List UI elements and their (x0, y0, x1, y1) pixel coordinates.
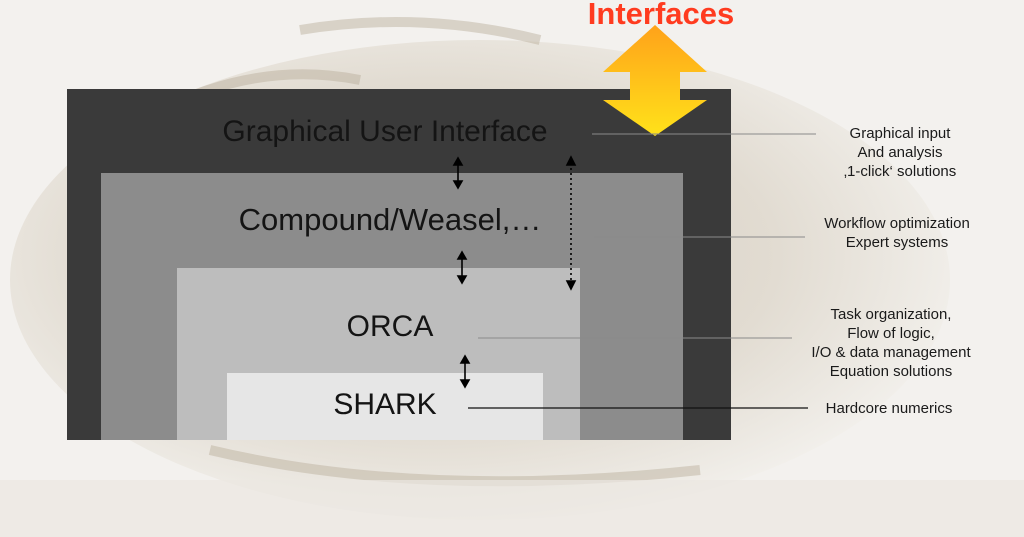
gui-compound-arrow (452, 156, 464, 190)
shark-layer-label: SHARK (333, 388, 437, 421)
shark-layer-box (227, 373, 543, 440)
orca-shark-arrow (459, 354, 471, 389)
interfaces-double-arrow (603, 25, 707, 136)
compound-description: Workflow optimization Expert systems (782, 214, 1012, 252)
interfaces-title: Interfaces (587, 0, 735, 31)
orca-description-line: Flow of logic, (847, 325, 935, 342)
orca-description-line: I/O & data management (811, 344, 971, 361)
orca-description: Task organization, Flow of logic, I/O & … (766, 305, 1016, 381)
gui-description-line: Graphical input (849, 125, 951, 142)
gui-description-line: And analysis (857, 144, 943, 161)
shark-description-line: Hardcore numerics (825, 400, 953, 417)
orca-description-line: Equation solutions (829, 363, 953, 380)
gui-description-line: ‚1-click‘ solutions (843, 163, 957, 180)
compound-orca-arrow (456, 250, 468, 285)
gui-layer-label: Graphical User Interface (222, 115, 548, 148)
shark-description: Hardcore numerics (794, 399, 984, 418)
compound-description-line: Expert systems (845, 234, 949, 251)
compound-description-line: Workflow optimization (824, 215, 970, 232)
orca-layer-label: ORCA (346, 310, 434, 343)
orca-description-line: Task organization, (830, 306, 952, 323)
gui-description: Graphical input And analysis ‚1-click‘ s… (790, 124, 1010, 181)
compound-layer-label: Compound/Weasel,… (238, 202, 542, 237)
gui-orca-dotted-arrow (565, 155, 577, 291)
